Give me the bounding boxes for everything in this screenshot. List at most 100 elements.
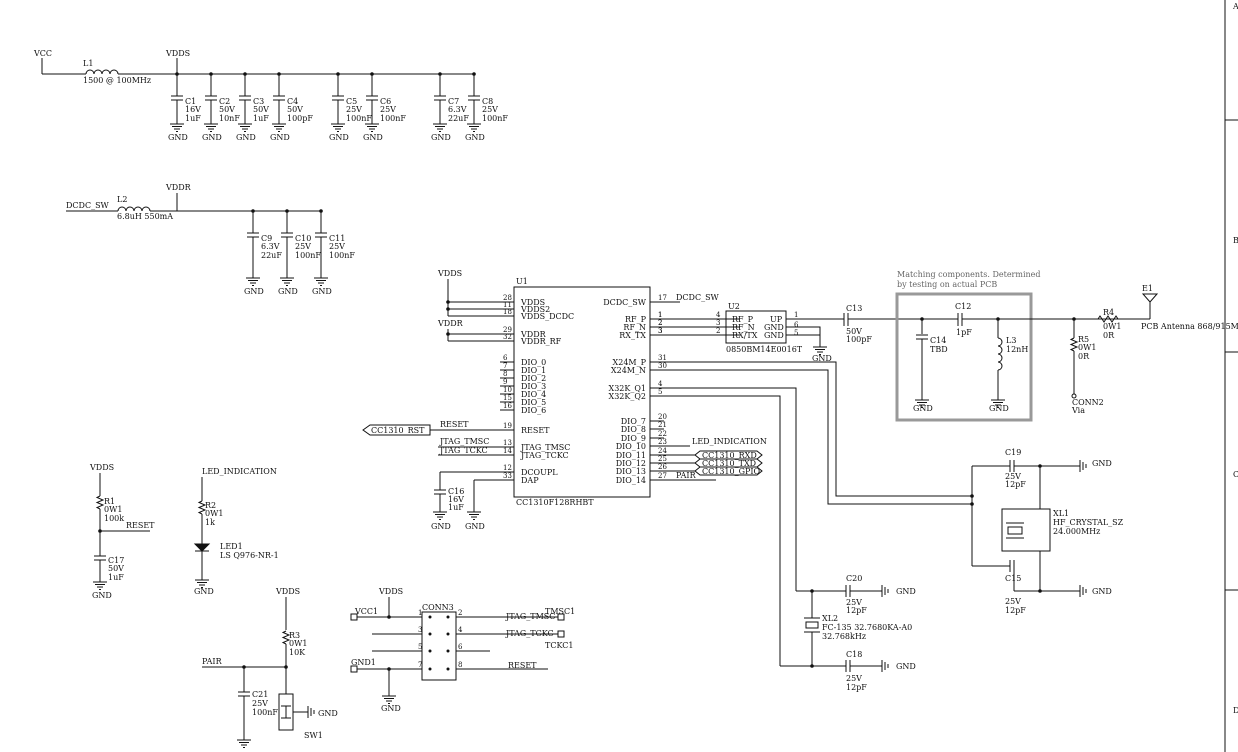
l2-inductor — [117, 206, 151, 212]
c17-v2: 1uF — [108, 573, 124, 582]
pair-net-sw: PAIR — [202, 657, 223, 666]
u1-pin-number: 16 — [503, 402, 512, 410]
pair-net-u1: PAIR — [676, 471, 697, 480]
u1-pin-number: 8 — [503, 370, 507, 378]
c19-ref: C19 — [1005, 448, 1021, 457]
cap-value: 100pF — [287, 114, 313, 123]
xl1-freq: 24.000MHz — [1053, 527, 1100, 536]
cap-gnd: GND — [202, 133, 222, 142]
cap-rating: 6.3V — [448, 105, 467, 114]
c20-v1: 25V — [846, 598, 862, 607]
u1-pin-number: 13 — [503, 439, 512, 447]
decoupling-caps-vdds: C116V1uFGNDC250V10nFGNDC350V1uFGNDC450V1… — [168, 72, 508, 142]
cap-ref: C7 — [448, 97, 459, 106]
r5-ref: R5 — [1078, 335, 1089, 344]
u1-pin-name: RESET — [521, 426, 550, 435]
r2-v2: 1k — [205, 518, 215, 527]
u1-right-wiring: DCDC_SW 123 432 LED_INDICATION CC1310_RX… — [658, 293, 972, 666]
u1-pin-name: X32K_Q2 — [609, 392, 647, 401]
svg-text:1: 1 — [658, 311, 662, 319]
cap-rating: 25V — [329, 242, 345, 251]
c18-ref: C18 — [846, 650, 862, 659]
antenna-label: PCB Antenna 868/915MHz_1 — [1141, 322, 1238, 331]
cc1310-txd-label: CC1310_TXD — [702, 459, 756, 468]
c19-gnd: GND — [1092, 459, 1112, 468]
led1-icon — [193, 543, 211, 552]
svg-text:2: 2 — [716, 327, 720, 335]
cap-rating: 25V — [346, 105, 362, 114]
vddr-supply-section: DCDC_SW L2 6.8uH 550mA VDDR — [66, 183, 320, 221]
cap-value: 22uF — [261, 251, 282, 260]
u1-pin-name: JTAG_TCKC — [520, 451, 569, 460]
jtag-tckc-conn3: JTAG_TCKC — [505, 629, 554, 638]
conn3-pin-number: 7 — [418, 661, 422, 669]
cap-gnd: GND — [363, 133, 383, 142]
l3-inductor — [997, 337, 1003, 371]
cap-ref: C8 — [482, 97, 493, 106]
vdds-label-conn3: VDDS — [378, 587, 403, 596]
conn3-pin-number: 4 — [458, 626, 463, 634]
r5-v1: 0W1 — [1078, 343, 1096, 352]
cap-value: 100nF — [295, 251, 321, 260]
c14-gnd: GND — [913, 404, 933, 413]
r3-v1: 0W1 — [289, 639, 307, 648]
tmsc1-pad — [557, 613, 565, 621]
u1-pin-number: 24 — [658, 447, 667, 455]
u1-pin-name: VDDR_RF — [520, 337, 562, 346]
cap-ref: C2 — [219, 97, 230, 106]
c17-v1: 50V — [108, 564, 124, 573]
cap-ref: C4 — [287, 97, 298, 106]
u1-pin-name: VDDS_DCDC — [520, 312, 574, 321]
u1-pin-name: DCDC_SW — [603, 298, 647, 307]
r4-v2: 0R — [1103, 331, 1115, 340]
conn3-pin-number: 8 — [458, 661, 462, 669]
u2-ref: U2 — [728, 302, 740, 311]
cap-rating: 50V — [253, 105, 269, 114]
c12-ref: C12 — [955, 302, 971, 311]
l1-inductor — [85, 69, 119, 75]
conn3-pin-number: 1 — [418, 609, 422, 617]
cap-value: 100nF — [329, 251, 355, 260]
r2-ref: R2 — [205, 501, 216, 510]
cap-gnd: GND — [465, 133, 485, 142]
cc1310-rst-port: CC1310_RST RESET — [362, 420, 500, 436]
jtag-tmsc-net: JTAG_TMSC — [439, 437, 489, 446]
u2-balun: U2 0850BM14E0016T RF_P RF_N RX/TX UP GND… — [725, 302, 844, 363]
jtag-tckc-net: JTAG_TCKC — [439, 446, 488, 455]
c17-ref: C17 — [108, 556, 124, 565]
cap-gnd: GND — [168, 133, 188, 142]
cap-value: 100nF — [380, 114, 406, 123]
u1-pin-number: 30 — [658, 362, 667, 370]
u1-pin-name: DCOUPL — [521, 468, 558, 477]
vddr-label-top: VDDR — [165, 183, 192, 192]
cap-rating: 16V — [185, 105, 201, 114]
cap-ref: C11 — [329, 234, 345, 243]
tmsc1-label: TMSC1 — [545, 607, 575, 616]
u1-pin-name: DIO_3 — [521, 382, 546, 391]
l2-ref: L2 — [117, 195, 127, 204]
jtag-tmsc-conn3: JTAG_TMSC — [505, 612, 555, 621]
frame-zone-b: B — [1233, 236, 1238, 245]
u1-pin-number: 11 — [503, 301, 512, 309]
u1-pin-name: X24M_P — [613, 358, 647, 367]
l2-value: 6.8uH 550mA — [117, 212, 173, 221]
cap-gnd: GND — [236, 133, 256, 142]
c13-ref: C13 — [846, 304, 862, 313]
led-gnd: GND — [194, 587, 214, 596]
c20-gnd: GND — [896, 587, 916, 596]
c16-v1: 16V — [448, 495, 464, 504]
vdds-label-r3: VDDS — [275, 587, 300, 596]
c16-gnd: GND — [431, 522, 451, 531]
l1-value: 1500 @ 100MHz — [83, 76, 151, 85]
cap-gnd: GND — [431, 133, 451, 142]
svg-text:5: 5 — [794, 329, 798, 337]
dcdc-sw-label-left: DCDC_SW — [66, 201, 110, 210]
r3-ref: R3 — [289, 631, 300, 640]
cap-ref: C3 — [253, 97, 264, 106]
c14-value: TBD — [930, 345, 948, 354]
u2-gnd: GND — [812, 354, 832, 363]
